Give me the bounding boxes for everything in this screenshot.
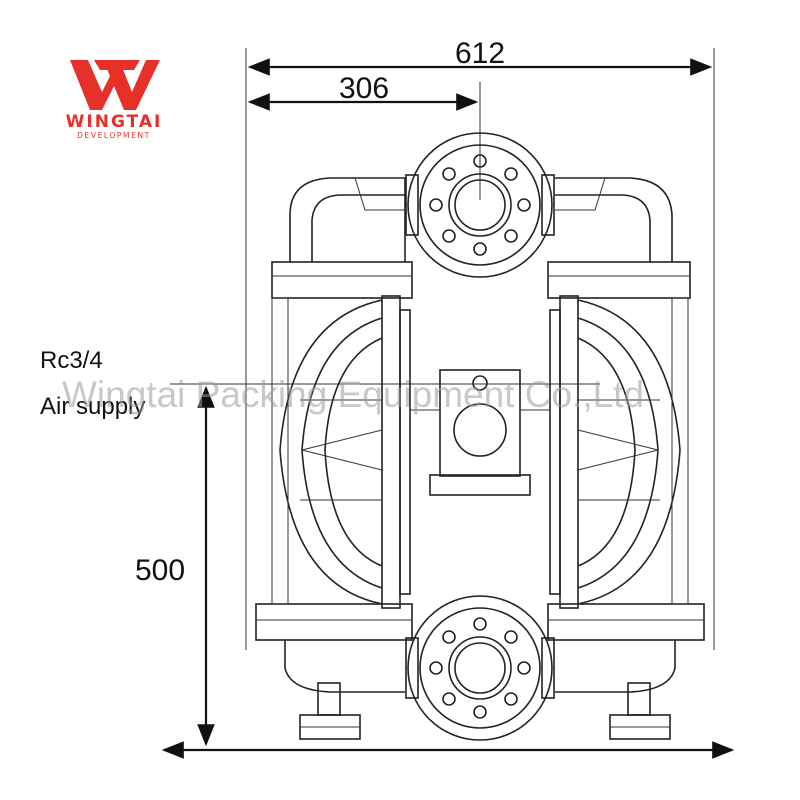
watermark-text: Wingtai Packing Equipment Co.,Ltd [62, 374, 644, 415]
dimension-500: 500 [135, 385, 215, 747]
dimension-612-label: 612 [455, 37, 505, 70]
air-supply-text: Air supply [40, 393, 145, 420]
pump-body [255, 132, 705, 741]
bottom-flange [405, 595, 555, 741]
air-supply-port-size: Rc3/4 [40, 347, 103, 374]
bottom-manifold [255, 603, 705, 693]
logo-brand-text: WINGTAI [66, 112, 163, 132]
top-manifold [271, 177, 691, 299]
pump-feet [299, 682, 671, 740]
dimension-306-label: 306 [339, 72, 389, 105]
wingtai-logo: WINGTAI DEVELOPMENT [66, 60, 163, 140]
left-pump-chamber [271, 295, 411, 609]
logo-sub-text: DEVELOPMENT [77, 131, 151, 140]
wingtai-logo-mark-icon [70, 60, 160, 110]
right-pump-chamber [549, 295, 689, 609]
dimension-500-label: 500 [135, 554, 185, 587]
center-air-valve [410, 369, 550, 496]
top-flange [405, 132, 555, 278]
dimension-612: 612 [247, 37, 713, 76]
extension-lines [170, 48, 715, 650]
air-supply-label: Rc3/4 Air supply [40, 347, 145, 420]
dimension-306: 306 [247, 72, 479, 111]
